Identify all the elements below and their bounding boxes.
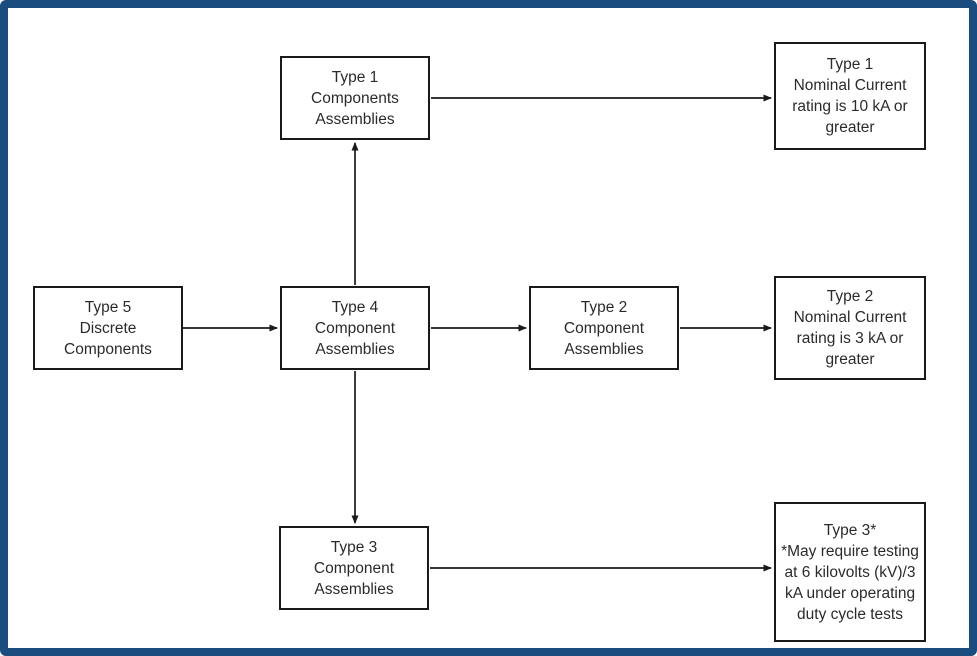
box-text-line: Type 2 <box>826 288 874 305</box>
box-text-line: Assemblies <box>315 110 395 128</box>
arrow-layer <box>183 94 772 572</box>
box-type3-testing-note: Type 3* *May require testing at 6 kilovo… <box>774 502 926 642</box>
box-text-line: greater <box>825 119 875 136</box>
box-text-line: Component <box>563 319 645 337</box>
box-text-line: Components <box>64 340 152 358</box>
box-text-line: Assemblies <box>564 340 644 358</box>
box-type5-discrete-components: Type 5 Discrete Components <box>33 286 183 370</box>
box-text-line: Assemblies <box>315 340 395 358</box>
box-text-line: Assemblies <box>314 580 394 598</box>
box-text-line: greater <box>825 351 875 368</box>
box-text-line: rating is 3 kA or <box>796 330 904 347</box>
box-text-line: duty cycle tests <box>797 605 903 623</box>
flowchart-canvas: Type 1 Components Assemblies Type 1 Nomi… <box>8 8 969 648</box>
box-type1-components-assemblies: Type 1 Components Assemblies <box>280 56 430 140</box>
box-text-line: Nominal Current <box>793 309 907 326</box>
box-text-line: Component <box>314 319 396 337</box>
box-type2-nominal-rating: Type 2 Nominal Current rating is 3 kA or… <box>774 276 926 380</box>
box-text-line: Nominal Current <box>793 77 907 94</box>
box-text-line: kA under operating <box>784 584 916 602</box>
box-text-line: rating is 10 kA or <box>792 98 908 115</box>
box-text-line: at 6 kilovolts (kV)/3 <box>784 563 916 581</box>
box-text-line: Components <box>311 89 399 107</box>
box-text-line: Type 4 <box>331 298 379 316</box>
box-text-line: Type 1 <box>826 56 874 73</box>
box-text-line: Type 3 <box>330 538 378 556</box>
box-text-line: Type 2 <box>580 298 628 316</box>
box-text-line: *May require testing <box>781 542 919 560</box>
box-text-line: Type 5 <box>84 298 132 316</box>
box-text-line: Discrete <box>79 319 137 337</box>
box-text-line: Type 3* <box>823 521 877 539</box>
box-type2-component-assemblies: Type 2 Component Assemblies <box>529 286 679 370</box>
box-type1-nominal-rating: Type 1 Nominal Current rating is 10 kA o… <box>774 42 926 150</box>
box-text-line: Type 1 <box>331 68 379 86</box>
box-type3-component-assemblies: Type 3 Component Assemblies <box>279 526 429 610</box>
box-text-line: Component <box>313 559 395 577</box>
box-type4-component-assemblies: Type 4 Component Assemblies <box>280 286 430 370</box>
